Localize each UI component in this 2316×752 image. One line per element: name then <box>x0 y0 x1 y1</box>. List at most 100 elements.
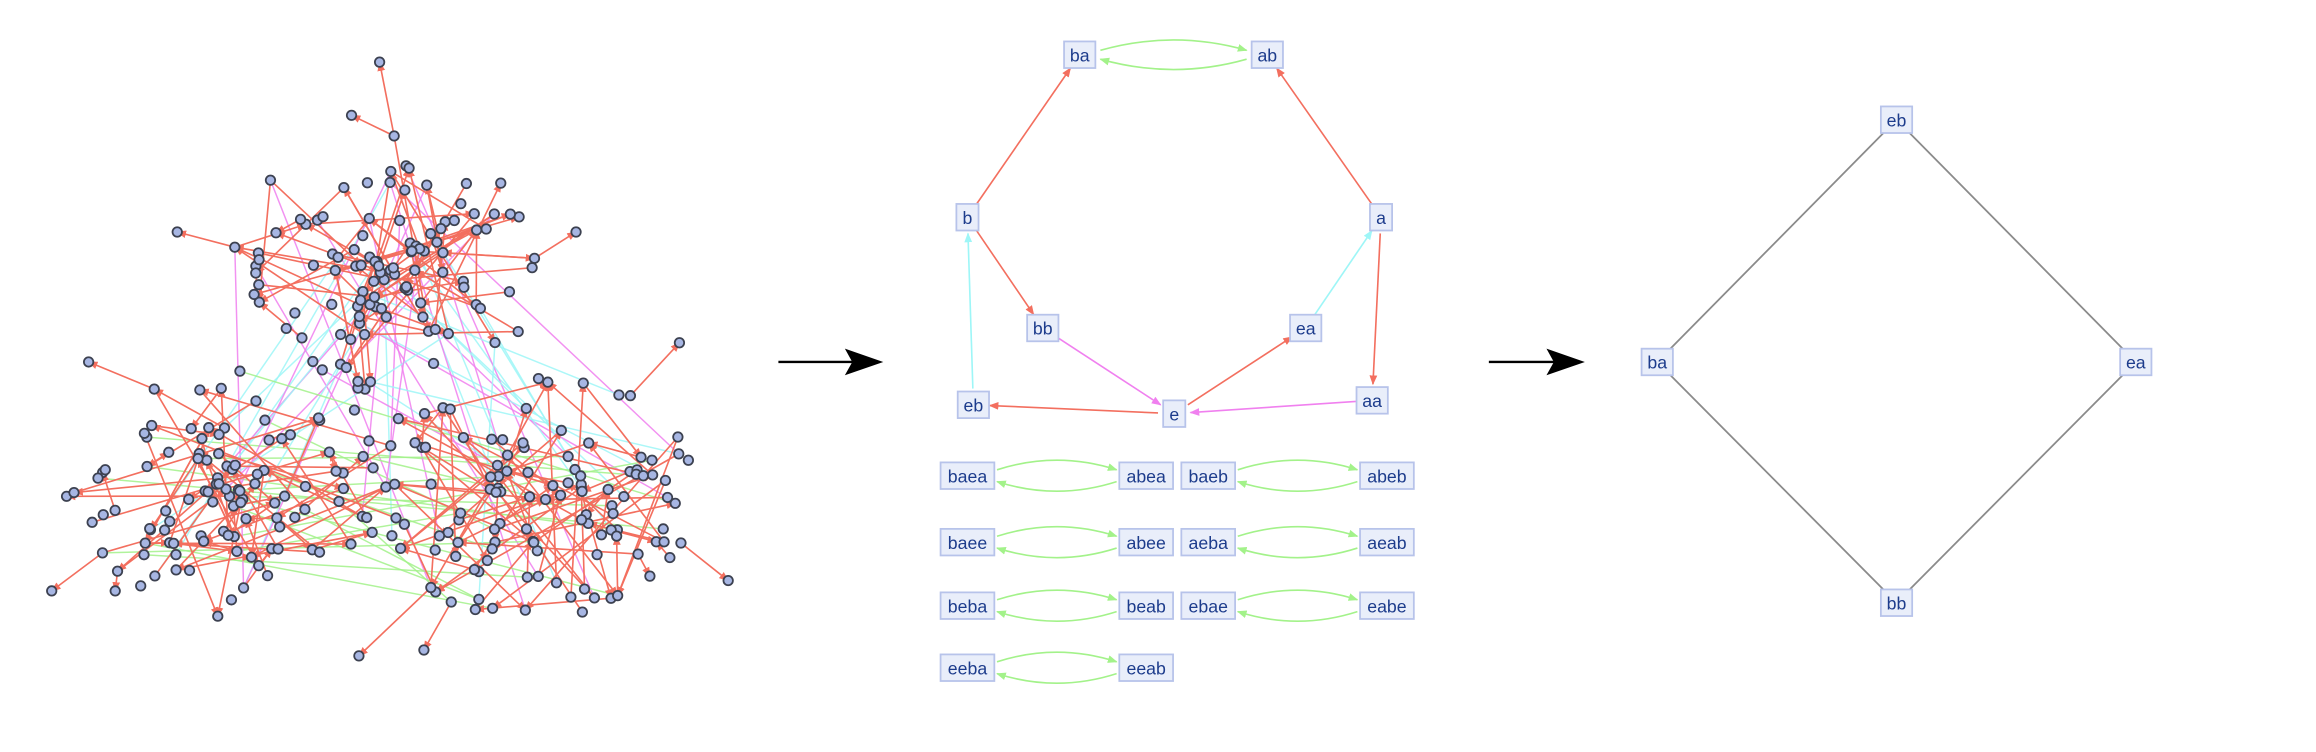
edge-aa-e <box>1189 400 1357 416</box>
vertex <box>358 328 371 341</box>
edge-cyan <box>436 241 569 457</box>
vertex <box>361 511 373 524</box>
vertex <box>488 523 501 535</box>
vertex <box>46 585 58 597</box>
vertex <box>185 423 197 435</box>
vertex <box>644 570 656 582</box>
vertex <box>363 212 375 225</box>
vertex-label: bb <box>1033 319 1053 339</box>
vertex <box>454 507 467 519</box>
edge-red <box>414 441 554 487</box>
vertex <box>225 594 238 606</box>
vertex-abea: abea <box>1118 461 1174 490</box>
vertex <box>375 302 388 315</box>
vertex <box>138 427 151 439</box>
vertex <box>607 507 619 520</box>
left-state-graph <box>46 56 734 662</box>
edge-red <box>218 452 345 490</box>
vertex-beab: beab <box>1118 591 1174 620</box>
vertex <box>576 606 588 618</box>
edge-red <box>311 486 387 551</box>
edge-baea-abea <box>996 459 1118 471</box>
vertex <box>417 311 429 323</box>
vertex <box>497 434 509 446</box>
edge-e-ea <box>1187 336 1293 406</box>
vertex <box>194 384 206 396</box>
edge-aeab-aeba <box>1236 547 1358 559</box>
vertex-e: e <box>1162 399 1187 428</box>
vertex <box>353 650 365 662</box>
vertex <box>520 402 532 415</box>
vertex <box>329 264 341 277</box>
edge-red <box>258 301 303 339</box>
vertex <box>486 543 498 555</box>
vertex <box>421 179 433 191</box>
vertex <box>583 437 595 449</box>
vertex <box>555 424 567 437</box>
vertex <box>148 383 160 395</box>
vertex <box>348 244 360 256</box>
vertex-box <box>1879 588 1914 617</box>
vertex-bb: bb <box>1879 588 1914 617</box>
edge-red <box>87 361 155 390</box>
edge-abee-baee <box>996 547 1117 559</box>
edge-beab-beba <box>996 610 1117 623</box>
vertex <box>562 450 574 463</box>
vertex <box>523 491 536 503</box>
vertex <box>332 251 344 263</box>
edge-eb-ea <box>1908 131 2124 350</box>
vertex <box>512 325 524 338</box>
edge-red <box>423 412 596 599</box>
vertex <box>234 365 246 377</box>
edge-red <box>534 231 577 260</box>
vertex <box>192 452 204 465</box>
vertex <box>299 480 311 493</box>
vertex-label: a <box>1376 208 1386 228</box>
vertex <box>276 433 288 445</box>
vertex-label: baeb <box>1189 466 1229 486</box>
vertex <box>602 483 614 496</box>
vertex-box <box>955 203 980 232</box>
vertex <box>448 214 460 227</box>
vertex-baee: baee <box>939 527 996 557</box>
edge-green <box>143 553 528 578</box>
vertex <box>229 241 241 253</box>
vertex <box>384 176 396 189</box>
right-edges <box>1669 131 2124 591</box>
edge-ebae-eabe <box>1237 589 1359 601</box>
edge-red <box>172 540 320 553</box>
vertex <box>163 446 175 458</box>
vertex <box>251 468 263 480</box>
vertex <box>409 264 421 276</box>
edge-ba-bb <box>1669 373 1885 591</box>
vertex <box>575 470 587 482</box>
vertex <box>355 259 367 271</box>
edge-red <box>524 436 679 611</box>
edge-magenta <box>242 184 428 589</box>
vertex <box>532 570 544 582</box>
vertex-a: a <box>1369 203 1393 232</box>
vertex-box <box>1063 40 1097 69</box>
vertex-label: ab <box>1257 45 1277 65</box>
vertex-label: eabe <box>1367 596 1407 616</box>
vertex <box>170 548 182 561</box>
vertex <box>539 493 552 506</box>
edge-red <box>258 283 376 300</box>
vertex <box>468 563 481 576</box>
vertex <box>234 485 246 497</box>
vertex <box>368 291 381 303</box>
vertex <box>435 223 447 235</box>
edge-red <box>226 462 374 471</box>
vertex <box>469 603 481 616</box>
vertex-abee: abee <box>1118 527 1174 557</box>
vertex <box>618 490 630 503</box>
vertex <box>445 596 457 608</box>
vertex-box <box>1118 461 1174 490</box>
edge-red <box>258 252 386 282</box>
vertex <box>409 437 421 449</box>
vertex <box>385 440 397 452</box>
vertex-box <box>1180 591 1236 620</box>
edge-red <box>506 454 619 597</box>
vertex <box>595 529 608 541</box>
edge-abea-baea <box>996 480 1117 493</box>
